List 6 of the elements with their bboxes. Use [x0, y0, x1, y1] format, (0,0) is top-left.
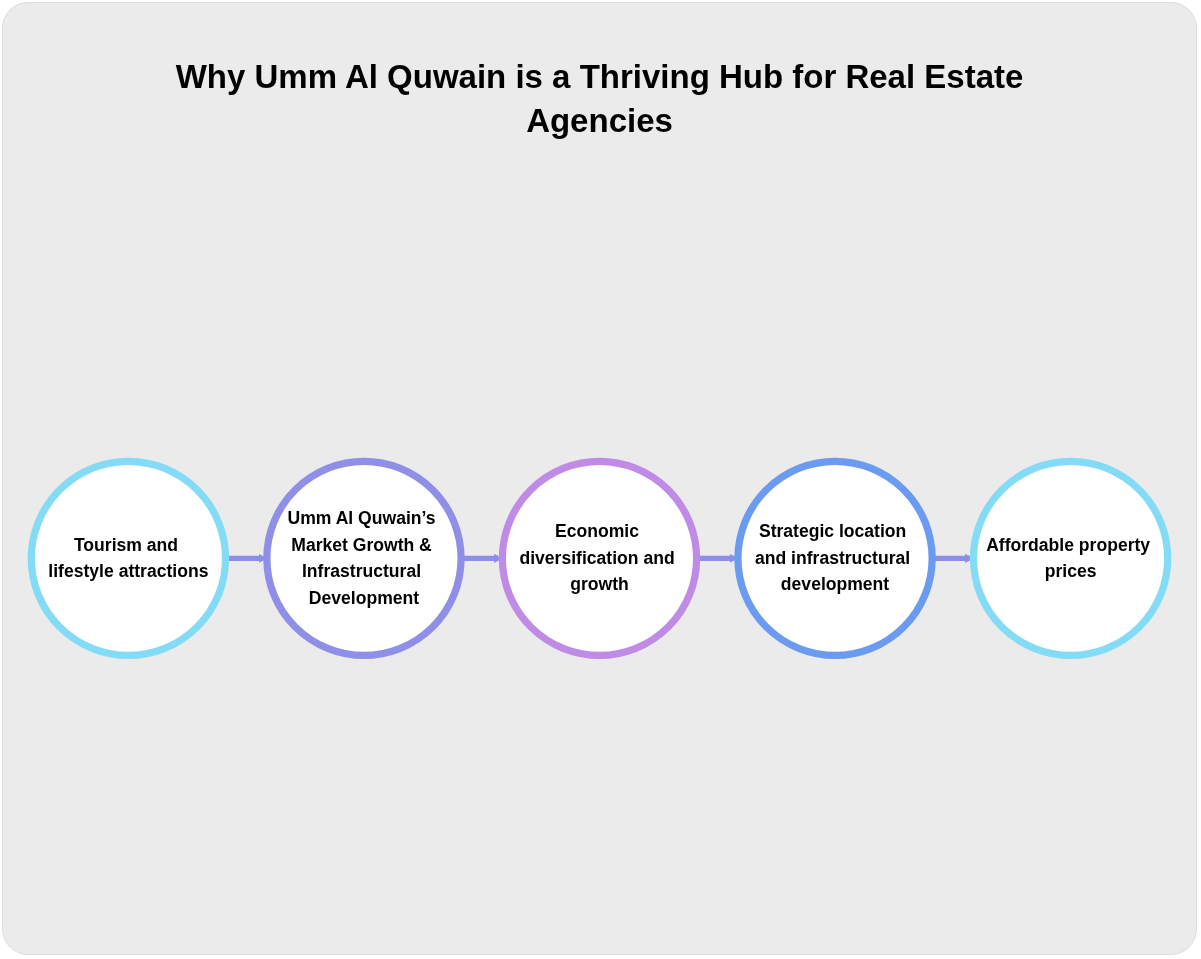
diagram-title: Why Umm Al Quwain is a Thriving Hub for Real Estate Agencies [174, 57, 1025, 141]
node-circle: Affordable property prices [969, 457, 1172, 660]
node-circle: Strategic location and infrastructural development [734, 457, 936, 660]
node-circle: Tourism and lifestyle attractions [27, 457, 230, 660]
node-circle: Economic diversification and growth [498, 457, 701, 660]
node-circle: Umm Al Quwain’s Market Growth & Infrastructural Development [263, 457, 465, 660]
